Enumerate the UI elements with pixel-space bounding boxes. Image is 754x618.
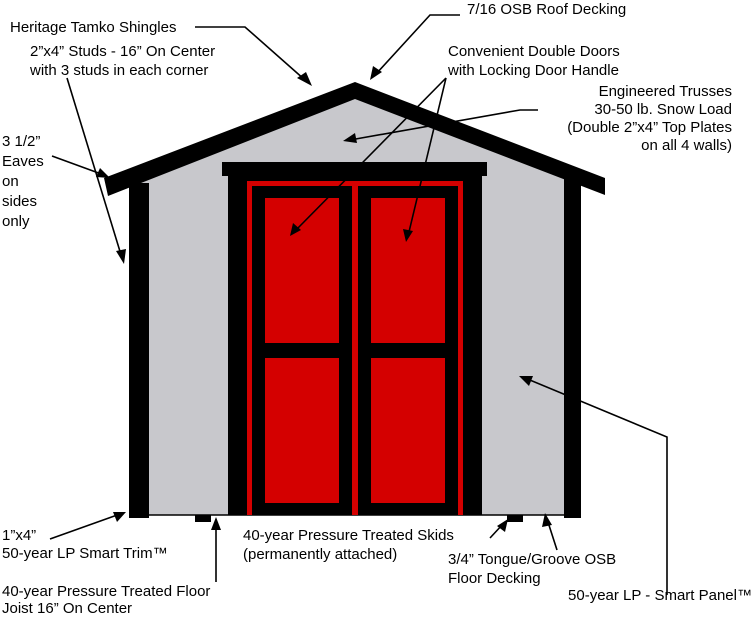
- label-panel: 50-year LP - Smart Panel™: [568, 587, 752, 604]
- left-door-upper-panel: [265, 198, 339, 343]
- label-joist-line2: Joist 16” On Center: [2, 600, 133, 617]
- label-decking: 7/16 OSB Roof Decking: [467, 1, 627, 18]
- label-trusses-line1: Engineered Trusses: [598, 83, 732, 100]
- arrowhead-shingles: [297, 72, 312, 86]
- arrowhead-trusses: [343, 133, 357, 143]
- door-header-right: [468, 176, 482, 515]
- door-header-left: [228, 176, 242, 515]
- arrowhead-eaves: [96, 168, 110, 178]
- arrow-heads: [96, 66, 552, 532]
- label-doors-line2: with Locking Door Handle: [448, 62, 619, 79]
- label-eaves-line2: Eaves: [2, 153, 44, 170]
- label-studs-line2: with 3 studs in each corner: [30, 62, 209, 79]
- label-floor-decking-line2: Floor Decking: [448, 570, 541, 587]
- label-shingles: Heritage Tamko Shingles: [10, 19, 177, 36]
- arrowhead-trim: [113, 512, 126, 522]
- label-studs-line1: 2”x4” Studs - 16” On Center: [30, 43, 216, 60]
- arrow-trusses: [349, 109, 538, 141]
- arrowhead-panel: [519, 376, 533, 386]
- label-eaves-line5: only: [2, 213, 30, 230]
- label-doors-line1: Convenient Double Doors: [448, 43, 620, 60]
- leader-lines: [49, 14, 668, 595]
- arrowhead-studs: [116, 249, 126, 264]
- label-trim-line1: 1”x4”: [2, 527, 37, 544]
- arrowhead-doors-right: [403, 229, 413, 242]
- label-trusses-line3: (Double 2”x4” Top Plates: [567, 119, 732, 136]
- label-floor-decking-line1: 3/4” Tongue/Groove OSB: [448, 551, 617, 568]
- label-trusses-line2: 30-50 lb. Snow Load: [594, 101, 732, 118]
- arrow-doors-left: [295, 77, 447, 231]
- label-joist-line1: 40-year Pressure Treated Floor: [2, 583, 211, 600]
- arrowhead-doors-left: [290, 223, 301, 236]
- arrow-panel: [524, 377, 668, 595]
- right-door-lower-panel: [371, 358, 445, 503]
- label-eaves-line3: on: [2, 173, 19, 190]
- label-eaves-line1: 3 1/2”: [2, 133, 41, 150]
- label-skids-line2: (permanently attached): [243, 546, 398, 563]
- label-trusses-line4: on all 4 walls): [641, 137, 732, 154]
- arrowhead-skids: [497, 519, 508, 532]
- arrow-decking: [375, 14, 460, 75]
- arrow-shingles: [195, 26, 306, 81]
- door-header: [222, 162, 487, 176]
- label-trim-line2: 50-year LP Smart Trim™: [2, 545, 168, 562]
- arrow-trim: [49, 513, 121, 540]
- arrow-doors-right: [407, 77, 447, 237]
- skid-left: [195, 515, 211, 522]
- left-corner-trim: [129, 183, 149, 518]
- arrow-studs: [66, 77, 123, 259]
- left-door-lower-panel: [265, 358, 339, 503]
- right-door-upper-panel: [371, 198, 445, 343]
- arrowhead-floor-decking: [542, 513, 552, 527]
- label-eaves-line4: sides: [2, 193, 38, 210]
- arrowhead-decking: [370, 66, 382, 80]
- arrow-eaves: [51, 155, 105, 176]
- skid-right: [507, 515, 523, 522]
- arrowhead-joist: [211, 517, 221, 530]
- label-skids-line1: 40-year Pressure Treated Skids: [243, 527, 454, 544]
- right-corner-trim: [564, 175, 581, 518]
